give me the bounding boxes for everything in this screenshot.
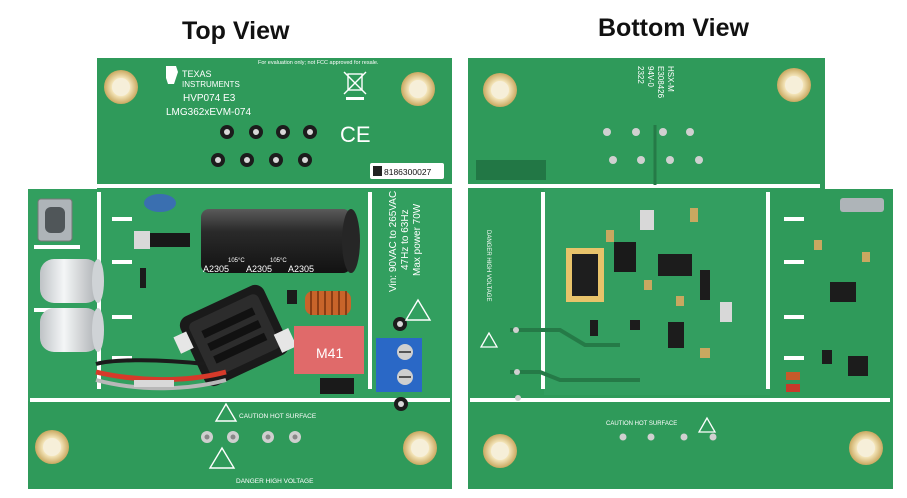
ul-marking: HSX-M E308426 94V-0 2322 (636, 66, 675, 99)
y-capacitor (144, 194, 176, 212)
cap-rating-1: 105°C (228, 258, 245, 264)
serial-number: 8186300027 (384, 167, 432, 177)
bottom-hot-icon (697, 416, 717, 433)
bottom-slot-left (541, 192, 545, 389)
top-board: For evaluation only; not FCC approved fo… (28, 58, 460, 489)
eval-notice: For evaluation only; not FCC approved fo… (258, 60, 379, 66)
bottom-top-pads (603, 128, 703, 164)
usb-pd-module (786, 198, 884, 392)
board-rev: HVP074 E3 (183, 93, 236, 104)
bottom-danger-hv: DANGER HIGH VOLTAGE (485, 230, 491, 301)
transformer (173, 284, 297, 387)
emi-inductor (305, 291, 351, 315)
cap-rating-2: 105°C (270, 258, 287, 264)
usb-c-connector (37, 198, 73, 242)
bottom-caution-hot: CAUTION HOT SURFACE (606, 421, 677, 427)
top-caution-hot: CAUTION HOT SURFACE (239, 413, 317, 420)
top-view-title: Top View (182, 17, 290, 45)
smd-components (566, 208, 732, 358)
top-slot-top (90, 184, 460, 188)
x-capacitor: M41 (294, 326, 364, 374)
output-capacitors (40, 259, 104, 352)
ac-input-terminal (376, 338, 422, 392)
bottom-hv-icon (479, 331, 499, 348)
bottom-pin-header (201, 431, 301, 443)
bottom-board: HSX-M E308426 94V-0 2322 (460, 58, 893, 489)
top-danger-hv: DANGER HIGH VOLTAGE (236, 478, 314, 485)
fuse (320, 378, 354, 394)
bottom-pads-row (619, 433, 717, 441)
cap-marking-2: A2305 (246, 264, 272, 274)
ul-line-3: 94V-0 (646, 66, 655, 87)
spec-text-block: Vin: 90VAC to 265VAC 47Hz to 63Hz Max po… (388, 191, 423, 292)
weee-bin-icon (343, 71, 367, 100)
hv-warning-icon (404, 298, 432, 321)
spec-line-3: Max power 70W (412, 203, 423, 276)
bridge-rectifier (150, 233, 190, 247)
cap-marking-3: A2305 (288, 264, 314, 274)
transformer-label: M41 (316, 345, 343, 361)
ul-line-2: E308426 (656, 66, 665, 99)
bottom-slot-right (766, 192, 770, 389)
ti-logo (166, 66, 178, 84)
top-slot-right (368, 192, 372, 389)
top-pin-header (211, 125, 317, 167)
bottom-view-title: Bottom View (598, 14, 749, 42)
board-name: LMG362xEVM-074 (166, 107, 251, 118)
bottom-slot-bottom (470, 398, 890, 402)
top-hv-icon (208, 446, 236, 469)
serial-sticker (370, 163, 444, 179)
brand-line2: INSTRUMENTS (182, 80, 240, 89)
ul-line-1: HSX-M (666, 66, 675, 92)
spec-line-2: 47Hz to 63Hz (400, 209, 411, 270)
bottom-slot-top (460, 184, 820, 188)
spec-line-1: Vin: 90VAC to 265VAC (388, 191, 399, 292)
bulk-capacitor: A2305 A2305 A2305 105°C 105°C (201, 209, 360, 274)
bottom-hv-text-block: DANGER HIGH VOLTAGE (485, 230, 491, 301)
brand-line1: TEXAS (182, 69, 212, 79)
ce-mark: CE (340, 122, 371, 147)
top-slot-bottom (30, 398, 450, 402)
ul-line-4: 2322 (636, 66, 645, 84)
cap-marking-1: A2305 (203, 264, 229, 274)
hot-surface-icon (214, 402, 238, 422)
output-wires (95, 358, 227, 391)
